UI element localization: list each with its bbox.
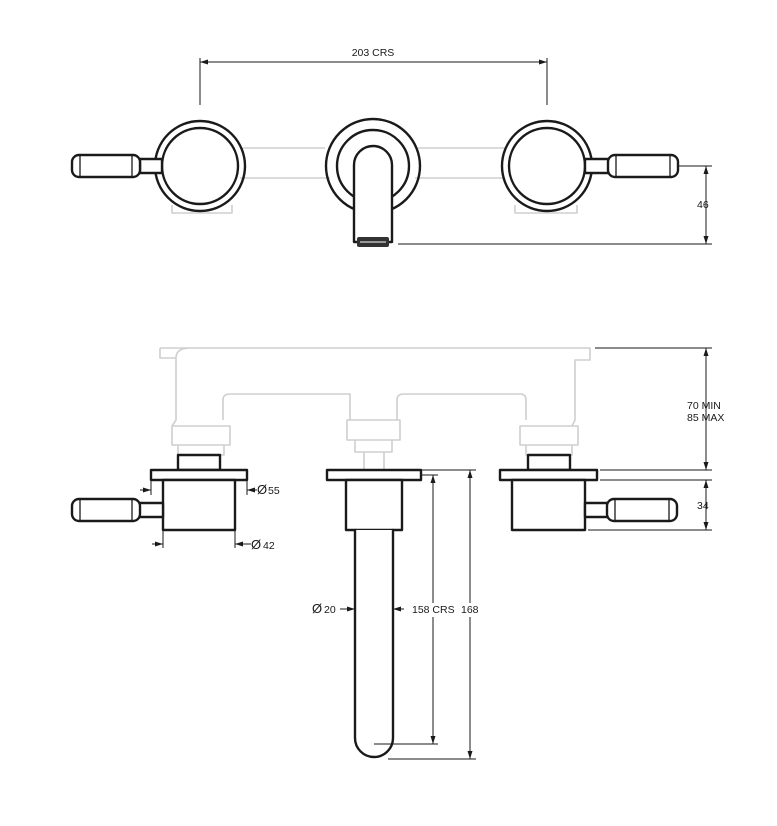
left-flange-outer	[153, 119, 247, 213]
front-elevation: 203 CRS 46	[70, 47, 712, 247]
right-lever-neck-side	[583, 501, 611, 519]
section-view: 70 MIN 85 MAX 34 Ø 55	[70, 347, 724, 760]
dim-crs-top-label: 203 CRS	[352, 47, 395, 59]
right-valve-side	[498, 453, 679, 532]
ghost-right-cartridge	[519, 425, 579, 456]
dim-spout-height-label: 46	[697, 199, 709, 211]
left-valve-bonnet	[176, 453, 222, 472]
front-ghost-valve-right	[514, 205, 578, 214]
dim-projection: 70 MIN 85 MAX	[595, 347, 724, 471]
dim-body-diameter-symbol: Ø	[251, 537, 261, 552]
dim-spout-crs-label: 158 CRS	[412, 604, 455, 616]
dim-crs-top: 203 CRS	[199, 47, 548, 105]
dim-body-diameter-label: 42	[263, 540, 275, 552]
dim-spout-diameter-symbol: Ø	[312, 601, 322, 616]
dim-spout-diameter-label: 20	[324, 604, 336, 616]
left-valve-flange	[149, 468, 249, 482]
right-flange-inner	[507, 126, 587, 206]
dim-spout-length-label: 168	[461, 604, 479, 616]
spout-front	[324, 117, 422, 247]
left-flange-inner	[160, 126, 240, 206]
dim-spout-length: 168	[388, 469, 482, 760]
left-lever-neck	[138, 157, 164, 175]
right-flange-outer	[500, 119, 594, 213]
spout-tube-side	[353, 528, 395, 759]
right-valve-body	[510, 478, 587, 532]
spout-flange-side	[325, 468, 423, 482]
dim-spout-diameter: Ø 20	[312, 601, 404, 616]
left-valve-side	[70, 453, 249, 532]
ghost-left-cartridge	[171, 425, 231, 456]
dim-flange-diameter-symbol: Ø	[257, 482, 267, 497]
right-valve-bonnet	[526, 453, 572, 472]
dim-body-height: 34	[588, 479, 712, 531]
right-lever-grip	[606, 153, 680, 179]
dim-flange-diameter: Ø 55	[140, 480, 280, 497]
right-valve-flange	[498, 468, 599, 482]
dim-projection-min-label: 70 MIN	[687, 400, 721, 412]
front-ghost-body	[240, 147, 505, 179]
dim-flange-diameter-label: 55	[268, 485, 280, 497]
spout-body-front	[352, 144, 394, 244]
dim-spout-crs: 158 CRS	[374, 474, 457, 745]
left-lever-grip	[70, 153, 142, 179]
dim-body-diameter: Ø 42	[152, 530, 275, 552]
spout-body-side	[344, 478, 404, 532]
ghost-valve-frame	[159, 347, 591, 427]
right-lever-handle-front	[500, 119, 680, 213]
left-lever-neck-side	[137, 501, 165, 519]
left-lever-grip-side	[70, 497, 142, 523]
dim-projection-max-label: 85 MAX	[687, 412, 724, 424]
dim-spout-height: 46	[398, 165, 712, 245]
left-valve-body	[161, 478, 237, 532]
front-ghost-valve-left	[171, 205, 233, 214]
spout-side	[325, 468, 423, 759]
right-lever-grip-side	[605, 497, 679, 523]
ghost-spout-connector	[346, 419, 401, 470]
dim-body-height-label: 34	[697, 500, 709, 512]
left-lever-handle-front	[70, 119, 247, 213]
